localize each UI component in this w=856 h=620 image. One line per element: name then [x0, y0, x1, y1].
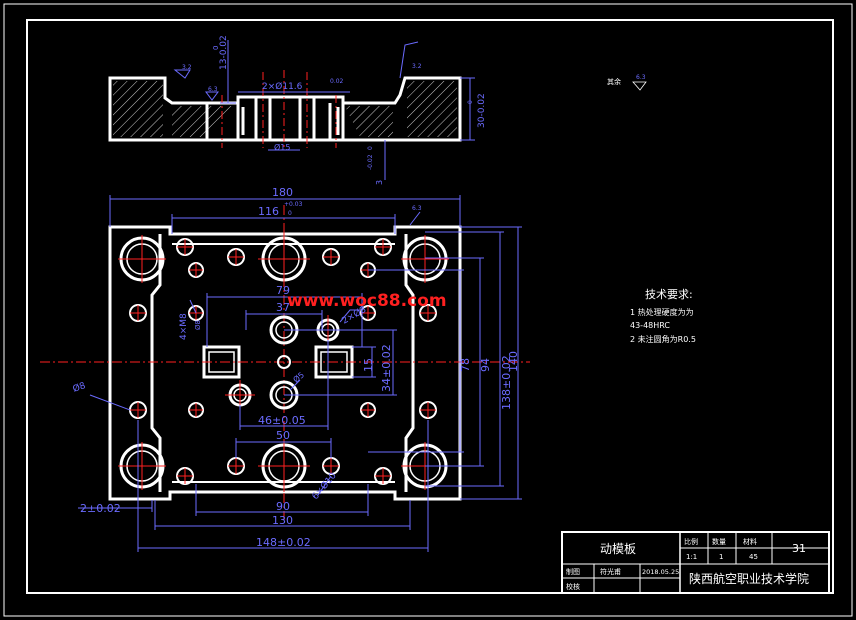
material-value: 45 [749, 553, 758, 561]
plan-view: 180 116 +0.03 0 79 37 50 90 130 148±0.02… [40, 186, 530, 552]
roughness-left: 3.2 [182, 64, 192, 71]
section-view: 13-0.02 0 2×Ø11.6 0.02 Ø15 3 -0.02 0 30-… [108, 35, 487, 185]
plan-roughness: 6.3 [412, 205, 422, 212]
outer-border [3, 3, 853, 617]
thickness-dim: 30-0.02 [477, 93, 487, 128]
dim-34: 34±0.02 [380, 344, 393, 392]
dim-50: 50 [276, 429, 290, 442]
header-qty: 数量 [712, 537, 726, 546]
hole-6x10-callout: 6×Ø10 [310, 470, 339, 502]
top-depth-dim: 13-0.02 [219, 35, 229, 70]
inner-frame [26, 19, 834, 594]
step-tol: -0.02 [367, 154, 374, 170]
requirements-title: 技术要求: [645, 288, 693, 301]
bore-dia-dim: 2×Ø11.6 [262, 81, 303, 92]
part-name: 动模板 [600, 542, 636, 556]
dim-94: 94 [479, 358, 492, 372]
roughness-mid: 6.3 [208, 86, 218, 93]
dim-2: 2±0.02 [80, 502, 121, 515]
checked-label: 校核 [566, 582, 580, 591]
dim-79: 79 [276, 284, 290, 297]
dim-78: 78 [459, 358, 472, 372]
technical-requirements: 技术要求: 1 热处理硬度为为 43-48HRC 2 未注圆角为R0.5 [630, 288, 696, 344]
top-depth-tol: 0 [212, 46, 220, 50]
dim-90: 90 [276, 500, 290, 513]
dim-37: 37 [276, 301, 290, 314]
watermark: www.woc88.com [287, 291, 447, 311]
step-tol-zero: 0 [367, 146, 374, 150]
dim-180: 180 [272, 186, 293, 199]
dim-46: 46±0.05 [258, 414, 306, 427]
header-scale: 比例 [684, 537, 698, 546]
title-block [561, 531, 830, 594]
drawn-label: 制图 [566, 567, 580, 576]
dim-116-tol-upper: +0.03 [284, 201, 303, 208]
roughness-right: 3.2 [412, 63, 422, 70]
other-surfaces-note: 其余 6.3 [607, 74, 647, 91]
dim-116: 116 [258, 205, 279, 218]
qty-value: 1 [719, 553, 723, 561]
requirement-1b: 43-48HRC [630, 321, 670, 330]
dim-140: 140 [507, 351, 520, 372]
thread-callout: 4×M8 [179, 313, 189, 340]
drawn-by: 符光甫 [600, 567, 621, 576]
dim-148: 148±0.02 [256, 536, 311, 549]
school-name: 陕西航空职业技术学院 [689, 571, 809, 586]
dim-15: 15 [362, 358, 375, 372]
dim-116-tol-lower: 0 [288, 210, 292, 217]
svg-text:其余: 其余 [607, 77, 621, 86]
dim-138: 138±0.02 [500, 355, 513, 410]
bore-dia-tol: 0.02 [330, 78, 344, 85]
hole-8-callout: Ø8 [194, 320, 202, 330]
requirement-2: 2 未注圆角为R0.5 [630, 334, 696, 344]
step-dim: 3 [375, 180, 384, 185]
header-material: 材料 [743, 537, 757, 546]
requirement-1: 1 热处理硬度为为 [630, 307, 694, 317]
dim-130: 130 [272, 514, 293, 527]
scale-value: 1:1 [686, 553, 697, 561]
drawing-number: 31 [792, 542, 806, 555]
hole-5-callout: Ø5 [291, 370, 306, 385]
svg-text:6.3: 6.3 [636, 74, 646, 81]
hole-left-callout: Ø8 [71, 380, 87, 395]
drawn-date: 2018.05.25 [642, 568, 679, 576]
thickness-tol: 0 [467, 100, 474, 104]
bore-15-dim: Ø15 [274, 142, 290, 152]
